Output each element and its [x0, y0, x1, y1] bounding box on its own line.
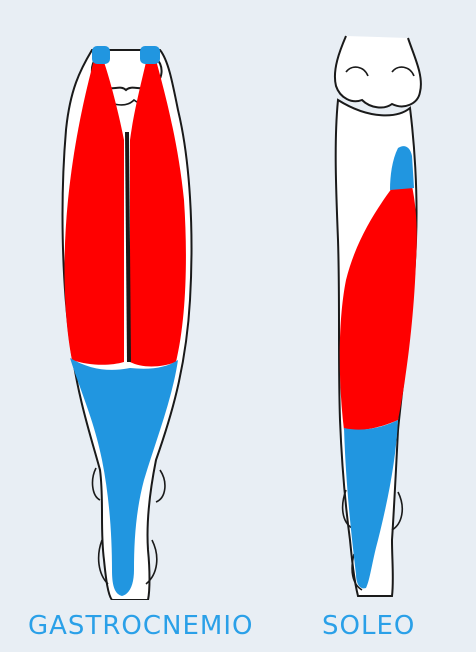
gastrocnemius-label: GASTROCNEMIO [28, 606, 253, 646]
gastrocnemius-medial-origin-tendon [92, 46, 110, 64]
gastrocnemius-lateral-origin-tendon [140, 46, 160, 64]
right-knee-outline [335, 36, 421, 107]
soleus-label: SOLEO [322, 606, 415, 646]
soleus-figure [335, 36, 421, 596]
gastrocnemius-achilles-tendon [70, 358, 178, 596]
gastrocnemius-figure [63, 46, 192, 600]
gastrocnemius-median-line [127, 132, 129, 362]
calf-muscles-illustration [0, 0, 476, 600]
